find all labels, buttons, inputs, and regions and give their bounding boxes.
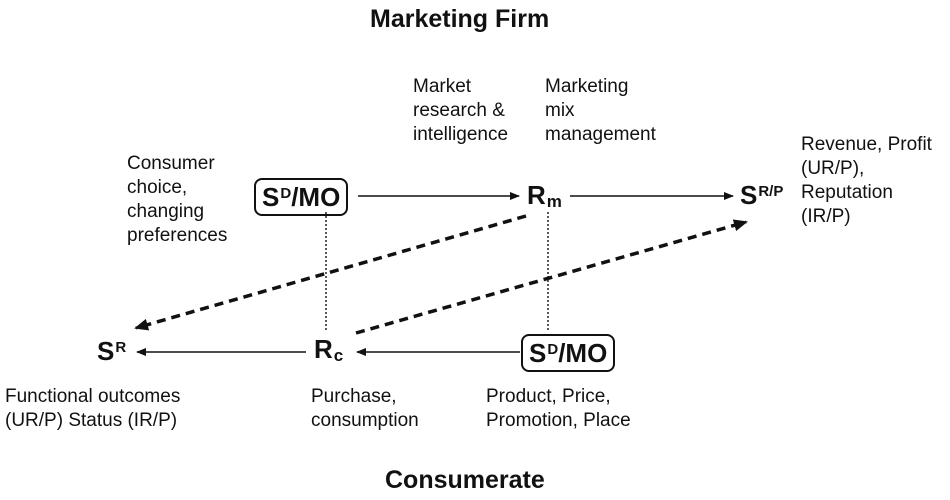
label-revenue-profit: Revenue, Profit (UR/P), Reputation (IR/P… xyxy=(801,134,932,227)
dashed-arrow-rm-to-sr xyxy=(134,214,527,331)
node-rc: Rc xyxy=(314,334,344,365)
label-product-price: Product, Price, Promotion, Place xyxy=(486,386,631,431)
node-firm-sd-mo: SD/MO xyxy=(254,178,349,216)
title-marketing-firm: Marketing Firm xyxy=(370,5,550,33)
label-market-research: Market research & intelligence xyxy=(413,76,509,145)
label-marketing-mix: Marketing mix management xyxy=(545,76,656,145)
node-sr: SR xyxy=(97,336,127,366)
label-purchase-consumption: Purchase, consumption xyxy=(311,386,419,431)
dashed-arrow-rc-to-srp xyxy=(355,219,748,335)
label-functional-outcomes: Functional outcomes (UR/P) Status (IR/P) xyxy=(5,386,181,431)
node-rm: Rm xyxy=(527,180,562,211)
title-consumerate: Consumerate xyxy=(385,466,545,494)
label-consumer-choice: Consumer choice, changing preferences xyxy=(127,153,228,246)
node-consumer-sd-mo: SD/MO xyxy=(521,334,616,372)
node-srp: SR/P xyxy=(740,180,784,210)
